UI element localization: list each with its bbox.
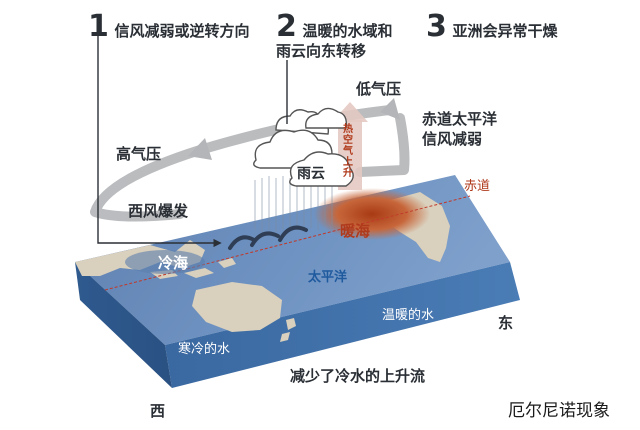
step-2-text-line2: 雨云向东转移 (276, 42, 367, 60)
pacific-label: 太平洋 (308, 270, 348, 285)
callout-lines (97, 28, 288, 248)
trade-winds-line1: 赤道太平洋 (422, 110, 498, 128)
warm-sea-label: 暖海 (340, 222, 371, 240)
step-3-number: 3 (426, 9, 447, 44)
step-1-number: 1 (88, 9, 109, 44)
warm-water-label: 温暖的水 (382, 308, 435, 323)
rain-clouds (253, 107, 354, 187)
step-3: 3 亚洲会异常干燥 (426, 12, 557, 42)
step-2-number: 2 (276, 9, 297, 44)
warm-sea-patch (314, 188, 430, 240)
step-3-text: 亚洲会异常干燥 (452, 22, 558, 40)
rain-cloud-label: 雨云 (297, 166, 325, 182)
high-pressure-label: 高气压 (116, 145, 162, 163)
rain-streaks (254, 176, 333, 232)
diagram-title: 厄尔尼诺现象 (508, 401, 610, 421)
cold-water-label: 寒冷的水 (178, 342, 231, 357)
cold-sea-label: 冷海 (158, 254, 189, 272)
step-1: 1 信风减弱或逆转方向 (88, 12, 249, 42)
step-2-text-line1: 温暖的水域和 (302, 22, 393, 40)
ocean-left-face (75, 262, 172, 388)
australia-land (192, 282, 282, 332)
low-pressure-label: 低气压 (356, 80, 402, 98)
step-1-text: 信风减弱或逆转方向 (114, 22, 250, 40)
reduced-upwelling-label: 减少了冷水的上升流 (290, 367, 426, 385)
step-2: 2 温暖的水域和 (276, 12, 392, 42)
westerly-burst-label: 西风爆发 (128, 202, 189, 220)
circulation-arrowhead-left (188, 138, 212, 160)
trade-winds-line2: 信风减弱 (422, 130, 483, 148)
east-label: 东 (498, 314, 514, 332)
circulation-arrowhead-top (380, 98, 400, 120)
rising-hot-air-label: 热空气上升 (343, 124, 353, 179)
equator-label: 赤道 (464, 179, 491, 194)
cold-sea-patch (125, 250, 205, 274)
west-label: 西 (150, 402, 166, 420)
ocean-front-face (165, 262, 520, 388)
westerly-arrows (228, 225, 308, 250)
equator-line (104, 195, 471, 291)
new-zealand (280, 318, 296, 342)
